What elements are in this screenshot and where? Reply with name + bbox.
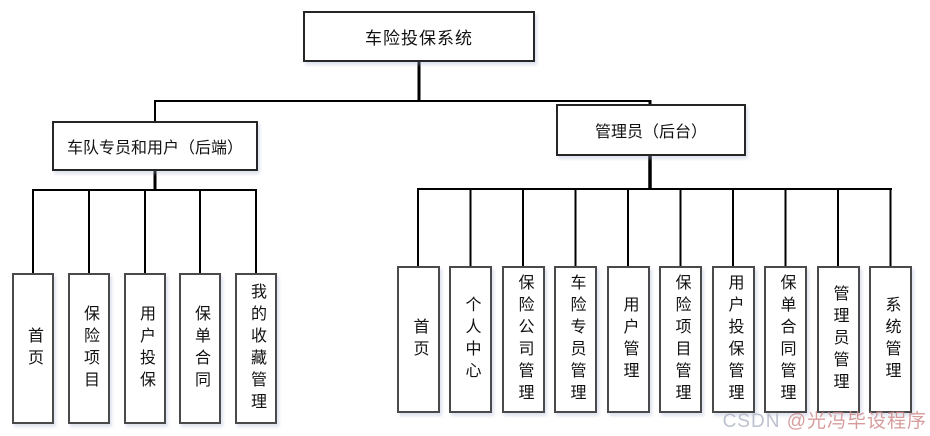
tree-leaf-label: 保单合同管理 — [777, 273, 795, 406]
tree-leaf-label: 用户管理 — [620, 295, 638, 384]
tree-leaf-node: 系统管理 — [869, 266, 912, 413]
tree-leaf-node: 保单合同管理 — [764, 266, 807, 413]
tree-root-label: 车险投保系统 — [365, 29, 473, 48]
tree-leaf-node: 保险项目管理 — [659, 266, 702, 413]
tree-leaf-label: 个人中心 — [462, 295, 480, 384]
tree-leaf-node: 我的收藏管理 — [235, 273, 277, 424]
tree-leaf-node: 首页 — [12, 273, 54, 424]
tree-leaf-node: 保险项目 — [68, 273, 110, 424]
tree-leaf-node: 保险公司管理 — [502, 266, 545, 413]
tree-leaf-label: 保险项目管理 — [672, 273, 690, 406]
tree-leaf-label: 我的收藏管理 — [248, 282, 265, 415]
tree-branch-admin: 管理员（后台） — [556, 104, 746, 156]
tree-leaf-label: 管理员管理 — [830, 284, 848, 395]
tree-leaf-node: 个人中心 — [449, 266, 492, 413]
tree-leaf-node: 车险专员管理 — [554, 266, 597, 413]
tree-branch-label: 车队专员和用户（后端） — [66, 140, 243, 157]
tree-leaf-label: 保单合同 — [192, 304, 209, 393]
tree-root-node: 车险投保系统 — [303, 11, 535, 62]
tree-branch-frontend: 车队专员和用户（后端） — [52, 121, 258, 171]
tree-leaf-node: 用户投保管理 — [712, 266, 755, 413]
tree-leaf-node: 用户投保 — [124, 273, 166, 424]
tree-leaf-label: 保险项目 — [81, 304, 98, 393]
tree-leaf-label: 用户投保 — [137, 304, 154, 393]
tree-leaf-node: 保单合同 — [179, 273, 221, 424]
tree-leaf-label: 车险专员管理 — [567, 273, 585, 406]
tree-leaf-label: 首页 — [25, 326, 42, 371]
tree-leaf-label: 保险公司管理 — [515, 273, 533, 406]
tree-leaf-label: 系统管理 — [882, 295, 900, 384]
tree-leaf-node: 用户管理 — [607, 266, 650, 413]
tree-branch-label: 管理员（后台） — [594, 124, 707, 141]
tree-leaf-label: 首页 — [410, 317, 428, 362]
tree-leaf-node: 首页 — [397, 266, 440, 413]
tree-leaf-node: 管理员管理 — [817, 266, 860, 413]
tree-leaf-label: 用户投保管理 — [725, 273, 743, 406]
